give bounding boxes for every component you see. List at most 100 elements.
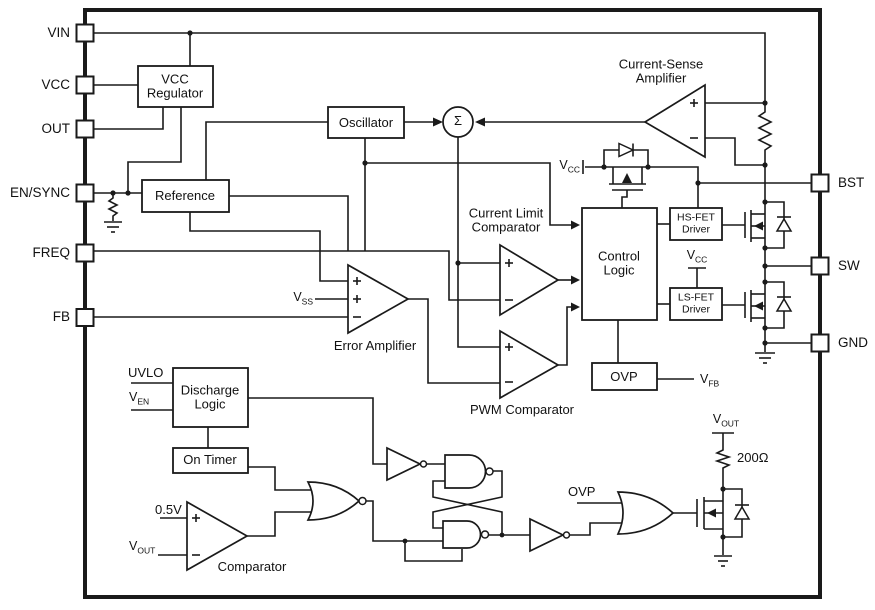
boost-fet-arrow [622, 173, 632, 183]
wire-ea-out [408, 298, 500, 384]
wire-nand2-loop [404, 541, 463, 562]
pin-gnd [810, 333, 830, 353]
arrow-pwm [571, 302, 580, 312]
wire-pwm-plus [457, 263, 500, 348]
pin-label-sw: SW [838, 258, 860, 273]
pin-label-vin: VIN [47, 25, 70, 40]
summing-junction [442, 106, 474, 138]
vout-discharge-label: VOUT [712, 412, 740, 429]
pin-label-out: OUT [41, 121, 71, 136]
package-pins [75, 23, 830, 353]
pin-label-freq: FREQ [32, 245, 70, 260]
wire-boost-gate [621, 190, 628, 208]
ovp-block-label: OVP [610, 368, 638, 384]
wire-ref-ea [189, 212, 348, 282]
wire-ref-osc [205, 121, 328, 180]
discharge-logic-block [172, 367, 249, 428]
pwm-comparator-label: PWM Comparator [469, 401, 575, 417]
wire-latch-b [432, 480, 503, 535]
comparator-symbol [186, 500, 249, 572]
arrow-clock [571, 220, 580, 230]
reference-label: Reference [155, 187, 215, 203]
current-limit-comp-label: Current Limit Comparator [468, 205, 544, 235]
discharge-resistor-label: 200Ω [737, 450, 769, 465]
pin-freq [75, 243, 95, 263]
oscillator-label: Oscillator [338, 114, 394, 130]
nand2-bubble [480, 530, 490, 539]
wire-cs-minus [705, 137, 765, 166]
wire-vin [94, 32, 766, 104]
ls-fet-arrow [754, 301, 763, 311]
ls-fet-driver-block [669, 287, 723, 321]
nor-gate-bubble [358, 496, 367, 506]
polarity-marks [192, 99, 698, 556]
vcc-regulator-label: VCC Regulator [146, 71, 204, 101]
ovp-signal-label: OVP [568, 484, 596, 499]
sigma-symbol: Σ [453, 112, 463, 128]
discharge-logic-label: Discharge Logic [180, 382, 240, 412]
ovp-block [591, 362, 658, 391]
pin-label-gnd: GND [838, 335, 868, 350]
current-sense-amp-label: Current-Sense Amplifier [618, 56, 704, 86]
hs-body-diode-icon [775, 217, 793, 232]
current-sense-amp-symbol [643, 83, 706, 159]
wire-timer-nor [248, 466, 313, 491]
pin-vin [75, 23, 95, 43]
inverter1-bubble [419, 460, 428, 468]
wire-freq [94, 250, 500, 301]
arrow-ilim [571, 275, 580, 285]
vfb-label: VFB [700, 372, 720, 389]
inverter2-bubble [562, 531, 571, 539]
hs-fet-arrow [754, 221, 763, 231]
comparator-label: Comparator [217, 558, 287, 574]
dis-body-diode-icon [733, 505, 751, 520]
pin-label-en-sync: EN/SYNC [9, 185, 70, 200]
wire-ref-out [229, 195, 349, 251]
oscillator-block [327, 106, 405, 139]
pin-label-vcc: VCC [41, 77, 70, 92]
wire-nor-nand2 [366, 500, 443, 542]
hs-fet-driver-block [669, 207, 723, 241]
pin-vcc [75, 75, 95, 95]
error-amp-symbol [347, 263, 410, 335]
wire-cmp-nor [247, 511, 313, 537]
inverter1-symbol [386, 446, 422, 482]
pin-bst [810, 173, 830, 193]
arrowheads [433, 117, 763, 518]
pwm-comp-symbol [499, 329, 560, 400]
pin-en-sync [75, 183, 95, 203]
discharge-resistor-wire [714, 433, 732, 537]
nand1-symbol [444, 454, 487, 489]
error-amplifier-label: Error Amplifier [333, 337, 417, 353]
on-timer-label: On Timer [183, 451, 237, 467]
wire-vccreg-en [127, 107, 182, 193]
wire-vcc-bst [585, 166, 699, 208]
vout-comparator-label: VOUT [129, 539, 156, 556]
reference-block [141, 179, 230, 213]
diodes [618, 142, 793, 520]
on-timer-block [172, 447, 249, 474]
ven-label: VEN [129, 390, 150, 407]
vcc-ls-driver-label: VCC [686, 248, 708, 265]
current-limit-comp-symbol [499, 243, 560, 317]
nand2-symbol [442, 520, 482, 549]
comparator-threshold-label: 0.5V [155, 502, 182, 517]
nor-gate-symbol [306, 481, 361, 521]
control-logic-block [581, 207, 658, 321]
wire-clock [365, 162, 571, 226]
hs-fet-driver-label: HS-FET Driver [677, 211, 715, 235]
wire-inv2-or [570, 522, 623, 536]
en-resistor [107, 193, 119, 221]
wire-out-pin [94, 107, 164, 130]
dis-fet-arrow [707, 508, 716, 518]
junction-dots [110, 30, 768, 544]
arrow-into-sigma-left [433, 117, 443, 127]
control-logic-label: Control Logic [598, 248, 640, 278]
ls-body-diode-icon [775, 297, 793, 312]
pin-out [75, 119, 95, 139]
pin-fb [75, 308, 95, 327]
wires [94, 32, 811, 567]
wire-pwm-out [558, 306, 571, 366]
pin-label-fb: FB [52, 309, 70, 324]
